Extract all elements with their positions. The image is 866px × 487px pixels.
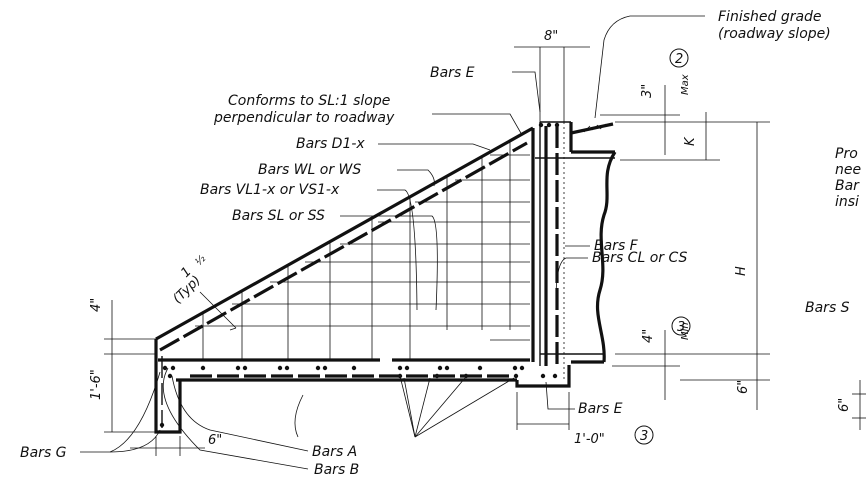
note-callout-3b: 3 <box>640 429 648 444</box>
bars-wl-ws-label: Bars WL or WS <box>258 162 361 178</box>
bars-d1x-label: Bars D1-x <box>296 136 365 152</box>
bars-f-label: Bars F <box>594 238 639 254</box>
conforms-label-1: Conforms to SL:1 slope <box>228 93 390 109</box>
bars-s-partial-label: Bars S <box>805 300 850 316</box>
bars-b-label: Bars B <box>314 462 359 478</box>
dim-slope-typ: (Typ) <box>170 273 204 307</box>
bars-a-label: Bars A <box>312 444 357 460</box>
dim-one-six: 1'-6" <box>89 369 104 400</box>
annotations: Finished grade (roadway slope) Bars E Co… <box>20 9 861 478</box>
dim-max-value: 3" <box>640 84 655 98</box>
bars-vl1x-label: Bars VL1-x or VS1-x <box>200 182 340 198</box>
side-note-line-3: Bar <box>835 178 860 194</box>
bars-e-top-label: Bars E <box>430 65 475 81</box>
note-callout-circle-2 <box>669 48 689 68</box>
dim-one-zero: 1'-0" <box>574 432 605 447</box>
dim-top-width: 8" <box>544 29 558 44</box>
dimension-lines <box>104 46 866 456</box>
conforms-label-2: perpendicular to roadway <box>213 110 395 126</box>
side-note-line-4: insi <box>835 194 859 210</box>
note-callout-3a: 3 <box>677 320 685 335</box>
side-note-line-2: nee <box>835 162 861 178</box>
dim-six-in-far: 6" <box>837 398 852 412</box>
note-callout-2: 2 <box>675 52 683 67</box>
dim-min-value: 4" <box>641 329 656 343</box>
dim-four-in-left: 4" <box>89 298 104 312</box>
side-note-line-1: Pro <box>835 146 858 162</box>
note-callout-circle-3a <box>671 316 691 336</box>
reinforcement <box>158 122 560 428</box>
finished-grade-label-2: (roadway slope) <box>718 26 831 42</box>
note-callout-circle-3b <box>634 425 654 445</box>
bars-cl-cs-label: Bars CL or CS <box>592 250 688 266</box>
finished-grade-label-1: Finished grade <box>718 9 822 25</box>
dim-six-in-right: 6" <box>736 380 751 394</box>
concrete-outline <box>154 121 617 434</box>
bars-g-label: Bars G <box>20 445 67 461</box>
dim-max-label: Max <box>680 74 691 95</box>
dim-six-in-bottom: 6" <box>208 433 222 448</box>
dim-k: K <box>683 136 698 146</box>
horizontal-wing-bars <box>195 154 530 341</box>
leader-lines <box>80 15 705 470</box>
bars-sl-ss-label: Bars SL or SS <box>232 208 325 224</box>
dim-h: H <box>734 266 749 276</box>
bars-e-bottom-label: Bars E <box>578 401 623 417</box>
dim-min-label: Min <box>680 322 691 340</box>
bar-dots <box>159 122 560 428</box>
dim-slope-half: ½ <box>193 253 209 269</box>
